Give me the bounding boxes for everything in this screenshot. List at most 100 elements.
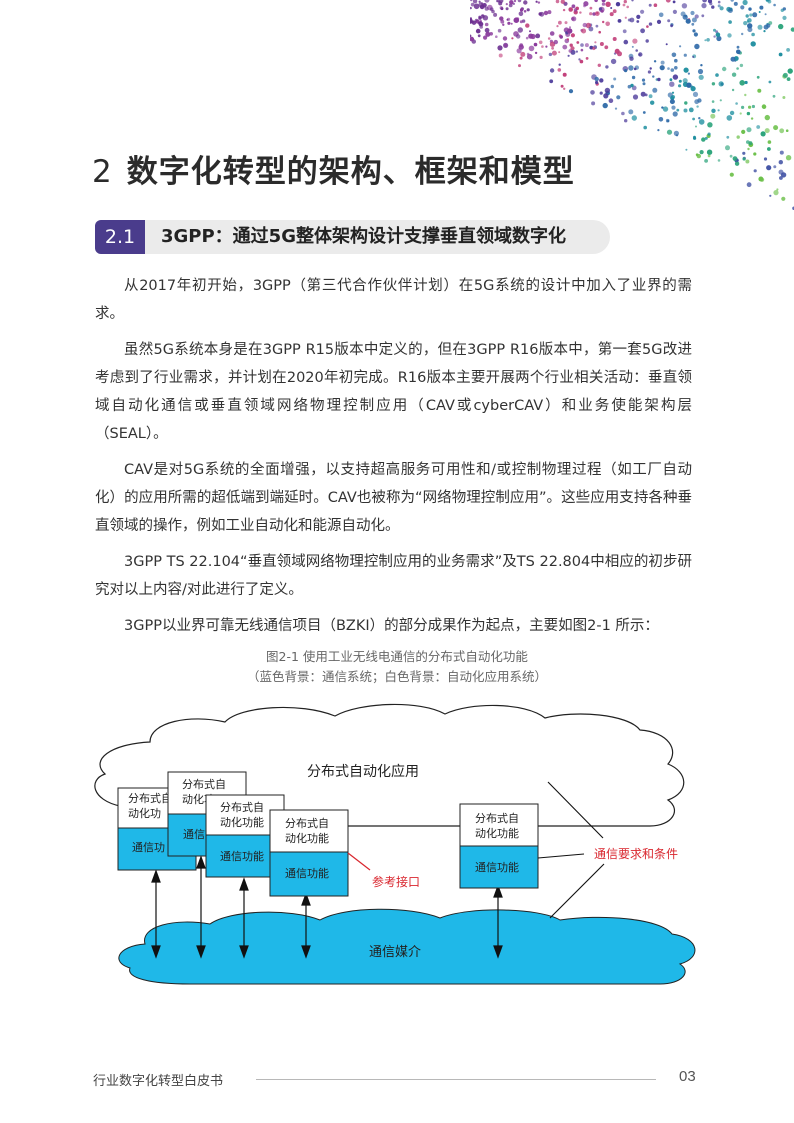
decor-dot [599, 78, 604, 83]
decor-dot [751, 32, 755, 37]
decor-dot [685, 148, 688, 151]
decor-dot [753, 169, 757, 173]
decor-dot [760, 131, 766, 137]
decor-dot [478, 16, 482, 20]
decor-dot [778, 23, 784, 30]
decor-dot [773, 190, 779, 196]
decor-dot [727, 33, 732, 38]
decor-dot [594, 76, 599, 82]
decor-dot [670, 68, 675, 72]
requirements-pointers [537, 781, 605, 919]
decor-dot [517, 0, 522, 3]
decor-dot [588, 26, 594, 32]
decor-dot [730, 0, 734, 2]
decor-dot [600, 9, 604, 13]
decor-dot [589, 6, 593, 10]
decor-dot [745, 159, 750, 164]
decor-dot [744, 93, 747, 97]
decor-dot [602, 102, 608, 109]
connection-arrows [151, 855, 503, 959]
decor-dot [610, 84, 614, 89]
decor-dot [622, 3, 626, 7]
decor-dot [662, 106, 669, 112]
decor-dot [499, 6, 503, 10]
decor-dot [744, 80, 748, 85]
decor-dot [711, 100, 715, 103]
decor-dot [729, 172, 734, 177]
decor-dot [773, 165, 777, 169]
decor-dot [756, 125, 761, 129]
decor-dot [580, 43, 584, 47]
decor-dot [742, 157, 746, 161]
decor-dot [610, 58, 617, 65]
decor-dot [670, 24, 673, 28]
decor-dot [753, 152, 757, 156]
decor-dot [782, 7, 786, 11]
decor-dot [538, 12, 542, 16]
decor-dot [756, 75, 760, 79]
decor-dot [484, 0, 490, 3]
decor-dot [525, 23, 530, 28]
decor-dot [778, 160, 783, 165]
decor-dot [694, 43, 700, 50]
paragraph: 3GPP TS 22.104“垂直领域网络物理控制应用的业务需求”及TS 22.… [95, 554, 692, 598]
decor-dot [568, 49, 573, 53]
decor-dot [627, 84, 632, 89]
decor-dot [513, 0, 517, 3]
automation-node-5: 分布式自 动化功能 通信功能 [459, 803, 539, 889]
decor-dot [549, 79, 554, 84]
decor-dot [568, 89, 574, 94]
decor-dot [711, 5, 715, 9]
decor-dot [624, 119, 628, 123]
decor-dot [748, 105, 752, 109]
decor-dot [507, 21, 511, 25]
decor-dot [483, 35, 488, 40]
decor-dot [764, 128, 770, 134]
decor-dot [616, 95, 621, 100]
decor-dot [605, 65, 609, 69]
decor-dot [519, 8, 524, 12]
node-top-label: 动化功 [128, 806, 161, 820]
decor-dot [511, 37, 514, 40]
decor-dot [730, 56, 736, 62]
decor-dot [631, 0, 634, 2]
decor-dot [684, 14, 688, 18]
decor-dot [785, 129, 789, 132]
decor-dot [609, 12, 614, 17]
decor-dot [781, 196, 786, 201]
decor-dot [669, 99, 675, 105]
section-title: 3GPP：通过5G整体架构设计支撑垂直领域数字化 [161, 226, 566, 247]
node-bottom-label: 通信功能 [220, 849, 264, 863]
page-number: 03 [679, 1068, 696, 1085]
decor-dot [601, 2, 606, 6]
decor-dot [513, 17, 520, 24]
decor-dot [672, 9, 677, 14]
decor-dot [763, 157, 768, 161]
decor-dot [612, 9, 617, 14]
decor-dot [684, 101, 688, 105]
decor-dot [739, 80, 745, 86]
decor-dot [475, 28, 481, 34]
decor-dot [519, 56, 523, 60]
decor-dot [731, 72, 737, 77]
node-top-label: 分布式自 [285, 817, 329, 830]
decor-dot [562, 8, 566, 12]
decor-dot [484, 27, 490, 33]
decor-dot [628, 109, 634, 115]
decor-dot [731, 88, 735, 92]
ref-interface-label: 参考接口 [372, 874, 420, 889]
decor-dot [473, 3, 480, 10]
decor-dot [541, 45, 544, 48]
decor-dot [485, 31, 491, 37]
decor-dot [547, 37, 551, 40]
decor-dot [633, 67, 637, 71]
decor-dot [484, 6, 489, 11]
decor-dot [701, 14, 705, 18]
decor-dot [697, 68, 704, 75]
decor-dot [628, 65, 634, 71]
decor-dot [643, 125, 647, 130]
node-bottom-label: 通信功 [132, 841, 165, 854]
decor-dot [537, 1, 541, 4]
decor-dot [688, 107, 694, 113]
decor-dot [746, 127, 752, 133]
